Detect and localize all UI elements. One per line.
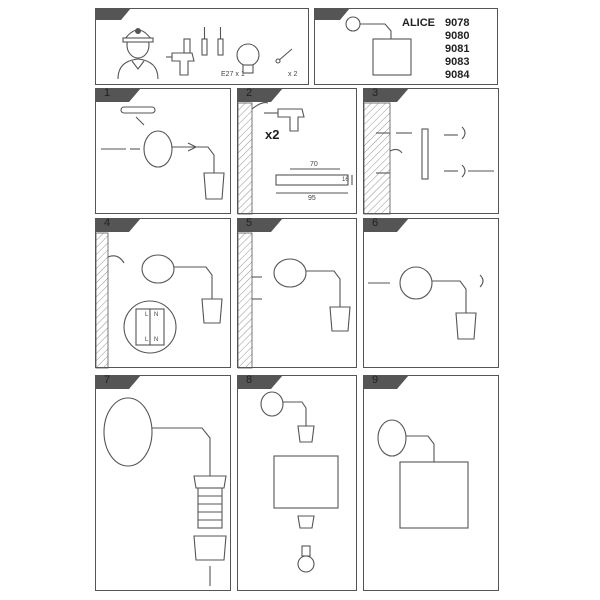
terminal-label: N <box>154 337 159 343</box>
dimension-top: 70 <box>310 161 318 168</box>
step-9-panel: 9 <box>363 374 499 591</box>
model-number: 9083 <box>445 56 470 68</box>
step-2-illustration <box>237 102 353 215</box>
step-6-panel: 6 <box>363 217 499 368</box>
dimension-bottom: 95 <box>308 195 316 202</box>
header-tab <box>95 8 131 20</box>
step-3-panel: 3 <box>363 87 499 215</box>
step-number: 6 <box>372 217 379 229</box>
bulb-label: E27 x 1 <box>221 71 245 78</box>
drill-icon <box>166 38 195 76</box>
step-7-illustration <box>103 397 227 586</box>
terminal-label: L <box>145 337 149 343</box>
model-number: 9084 <box>445 69 470 81</box>
step-tab <box>363 218 409 232</box>
tools-illustration <box>117 27 293 80</box>
step-4-panel: 4 L N L N <box>95 217 231 369</box>
tools-panel: E27 x 1 x 2 <box>95 8 309 85</box>
step-tab <box>95 375 141 389</box>
lamp-thumbnail <box>345 16 412 76</box>
product-panel: ALICE 9078 9080 9081 9083 9084 <box>314 8 498 85</box>
header-tab <box>314 8 350 20</box>
step-4-illustration <box>95 232 223 369</box>
step-tab <box>237 88 283 102</box>
drill-quantity: x2 <box>265 127 280 142</box>
screw-icon <box>275 48 293 64</box>
model-list: 9078 9080 9081 9083 9084 <box>445 17 469 82</box>
step-7-panel: 7 <box>95 374 231 591</box>
model-number: 9080 <box>445 30 470 42</box>
step-5-illustration <box>237 232 351 369</box>
model-number: 9078 <box>445 17 470 29</box>
step-number: 3 <box>372 87 379 99</box>
step-number: 9 <box>372 374 379 386</box>
step-tab <box>237 375 283 389</box>
step-number: 8 <box>246 374 253 386</box>
step-tab <box>363 88 409 102</box>
step-6-illustration <box>368 266 484 340</box>
step-tab <box>237 218 283 232</box>
technician-icon <box>117 28 159 80</box>
step-2-panel: 2 x2 70 95 16 <box>237 87 357 215</box>
step-3-illustration <box>363 102 494 215</box>
step-tab <box>95 88 141 102</box>
step-number: 4 <box>104 217 111 229</box>
step-5-panel: 5 <box>237 217 357 369</box>
model-number: 9081 <box>445 43 470 55</box>
dimension-side: 16 <box>342 177 349 183</box>
screw-label: x 2 <box>288 71 298 78</box>
step-1-panel: 1 <box>95 87 231 214</box>
screwdriver-icon <box>201 27 224 56</box>
bulb-icon <box>236 43 260 74</box>
step-number: 7 <box>104 374 111 386</box>
terminal-label: L <box>145 312 149 318</box>
step-number: 1 <box>104 87 111 99</box>
step-8-panel: 8 <box>237 374 357 591</box>
step-9-illustration <box>377 419 469 529</box>
product-name: ALICE <box>402 17 435 29</box>
step-8-illustration <box>260 391 339 573</box>
terminal-label: N <box>154 312 159 318</box>
step-tab <box>95 218 141 232</box>
step-number: 5 <box>246 217 253 229</box>
step-tab <box>363 375 409 389</box>
step-number: 2 <box>246 87 253 99</box>
step-1-illustration <box>101 106 225 200</box>
